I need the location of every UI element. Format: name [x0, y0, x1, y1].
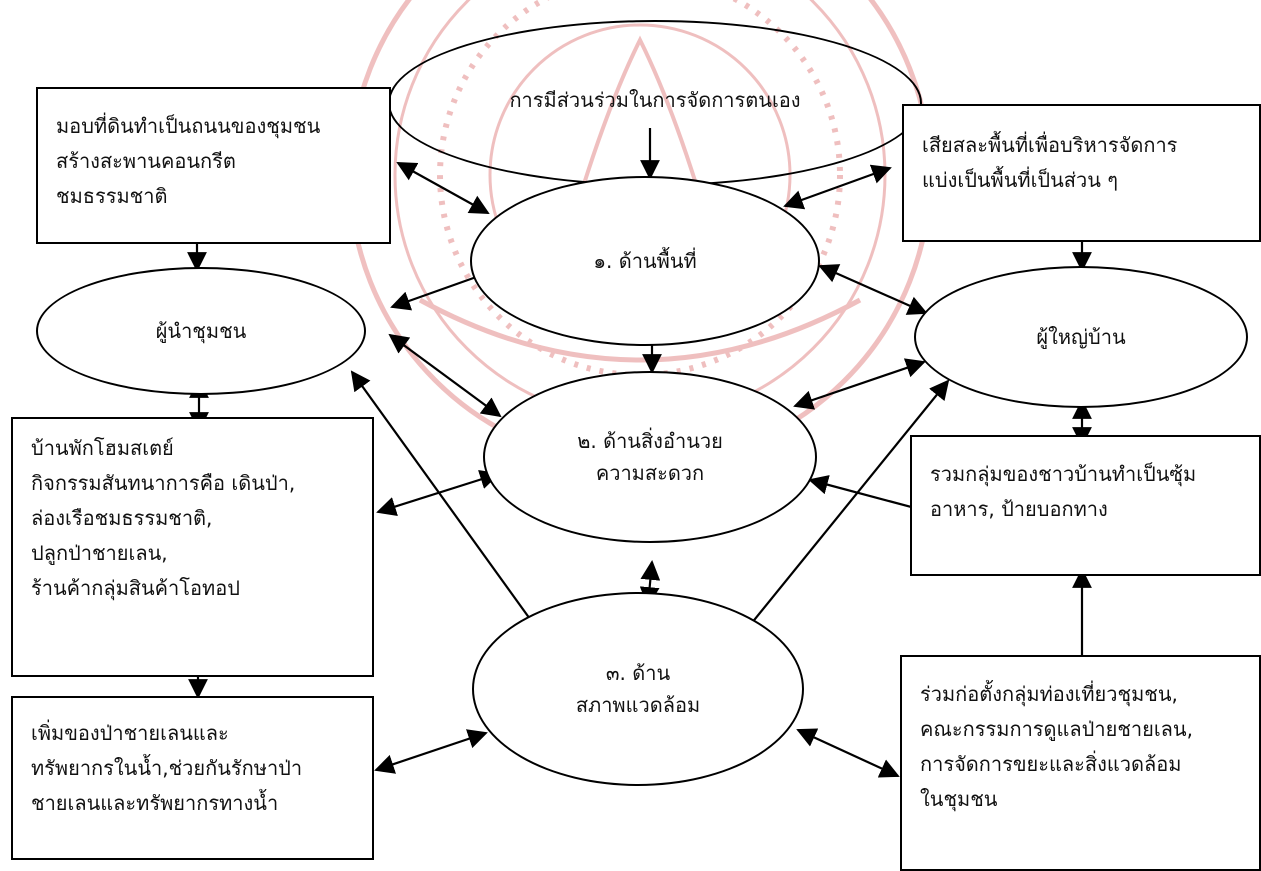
environment-label-1: สภาพแวดล้อม [575, 693, 701, 717]
facilities-label-0: ๒. ด้านสิ่งอำนวย [577, 429, 723, 453]
leftbottom-to-env-arrow [374, 729, 488, 774]
right-bottom-box: ร่วมก่อตั้งกลุ่มท่องเที่ยวชุมชน, คณะกรรม… [900, 655, 1261, 871]
facilities-label-1: ความสะดวก [595, 461, 705, 485]
left-top-line-0: มอบที่ดินทำเป็นถนนของชุมชน [56, 114, 321, 138]
left-top-line-1: สร้างสะพานคอนกรีต [56, 149, 236, 173]
right-middle-box: รวมกลุ่มของชาวบ้านทำเป็นซุ้ม อาหาร, ป้าย… [910, 435, 1261, 576]
left-middle-line-2: ล่องเรือชมธรรมชาติ, [31, 506, 213, 530]
left-top-box: มอบที่ดินทำเป็นถนนของชุมชน สร้างสะพานคอน… [36, 87, 391, 244]
area-to-headman-arrow [818, 264, 928, 315]
community-leader-label: ผู้นำชุมชน [155, 319, 247, 343]
environment-node: ๓. ด้าน สภาพแวดล้อม [472, 592, 804, 786]
right-top-line-1: แบ่งเป็นพื้นที่เป็นส่วน ๆ [922, 168, 1119, 192]
env-to-rightbottom-arrow [796, 728, 900, 778]
left-middle-line-4: ร้านค้ากลุ่มสินค้าโอทอป [31, 576, 240, 600]
right-bottom-line-0: ร่วมก่อตั้งกลุ่มท่องเที่ยวชุมชน, [920, 682, 1178, 706]
facilities-node: ๒. ด้านสิ่งอำนวย ความสะดวก [483, 371, 817, 543]
right-top-line-0: เสียสละพื้นที่เพื่อบริหารจัดการ [922, 133, 1178, 157]
right-middle-line-0: รวมกลุ่มของชาวบ้านทำเป็นซุ้ม [930, 462, 1197, 486]
left-middle-line-1: กิจกรรมสันทนาการคือ เดินป่า, [31, 471, 296, 495]
left-bottom-line-2: ชายเลนและทรัพยากรทางน้ำ [31, 791, 279, 815]
right-bottom-line-1: คณะกรรมการดูแลป่ายชายเลน, [920, 717, 1193, 741]
right-bottom-line-3: ในชุมชน [920, 787, 998, 811]
right-middle-line-1: อาหาร, ป้ายบอกทาง [930, 497, 1108, 521]
seal-ribbon-shape [418, 297, 862, 363]
self-management-oval: การมีส่วนร่วมในการจัดการตนเอง [388, 20, 922, 186]
left-middle-box: บ้านพักโฮมสเตย์ กิจกรรมสันทนาการคือ เดิน… [11, 417, 374, 677]
leader-to-facilities-arrow [388, 333, 502, 418]
left-bottom-box: เพิ่มของป่าชายเลนและ ทรัพยากรในน้ำ,ช่วยก… [11, 696, 374, 860]
left-bottom-line-1: ทรัพยากรในน้ำ,ช่วยกันรักษาป่า [31, 756, 303, 780]
village-headman-label: ผู้ใหญ่บ้าน [1036, 325, 1126, 349]
right-top-box: เสียสละพื้นที่เพื่อบริหารจัดการ แบ่งเป็น… [902, 104, 1261, 242]
village-headman-node: ผู้ใหญ่บ้าน [914, 266, 1248, 408]
left-top-line-2: ชมธรรมชาติ [56, 184, 168, 208]
leader-to-env-arrow [350, 370, 550, 646]
lefttop-to-area-arrow [396, 162, 490, 214]
community-leader-node: ผู้นำชุมชน [36, 267, 366, 395]
left-middle-line-3: ปลูกป่าชายเลน, [31, 541, 168, 565]
righttop-to-area-arrow [783, 164, 892, 210]
left-middle-line-0: บ้านพักโฮมสเตย์ [31, 436, 174, 460]
left-bottom-line-0: เพิ่มของป่าชายเลนและ [31, 721, 229, 745]
headman-to-env-arrow [736, 379, 950, 642]
environment-label-0: ๓. ด้าน [605, 661, 671, 685]
area-node: ๑. ด้านพื้นที่ [470, 176, 820, 346]
area-label-0: ๑. ด้านพื้นที่ [593, 249, 697, 273]
self-management-label: การมีส่วนร่วมในการจัดการตนเอง [509, 88, 801, 112]
headman-to-facilities-arrow [793, 358, 926, 410]
right-bottom-line-2: การจัดการขยะและสิ่งแวดล้อม [920, 752, 1182, 776]
